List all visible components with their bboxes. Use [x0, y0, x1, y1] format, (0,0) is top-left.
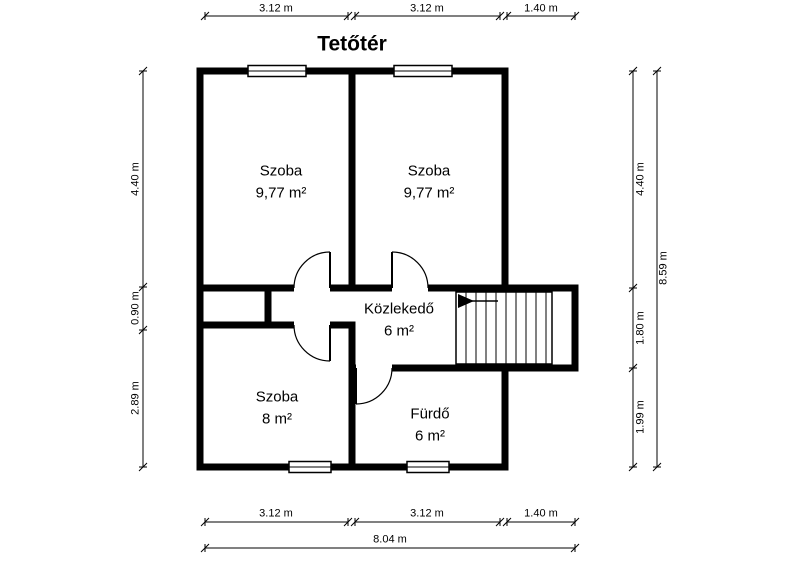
doors — [293, 251, 429, 405]
room-area-kozlekedo: 6 m² — [384, 322, 414, 340]
dimension-lines — [138, 11, 662, 553]
room-area-szoba-top-right: 9,77 m² — [403, 184, 455, 202]
dim-bottom — [200, 517, 580, 527]
room-name-szoba-top-right: Szoba — [407, 162, 451, 180]
door-szoba-top-right — [391, 251, 429, 289]
dim-label-bottom-total: 8.04 m — [373, 533, 407, 546]
room-name-szoba-bottom: Szoba — [255, 388, 299, 406]
dim-label-right-middle: 1.80 m — [634, 311, 647, 345]
dim-label-left-bottom: 2.89 m — [129, 381, 142, 415]
room-area-szoba-bottom: 8 m² — [262, 410, 292, 428]
windows — [247, 64, 453, 474]
dim-left — [138, 66, 148, 472]
room-name-kozlekedo: Közlekedő — [363, 300, 435, 318]
dim-right-inner — [628, 66, 638, 472]
dim-label-left-middle: 0.90 m — [129, 291, 142, 325]
outer-wall-path — [196, 67, 579, 471]
room-name-szoba-top-left: Szoba — [259, 162, 303, 180]
dim-bottom-total — [200, 543, 580, 553]
dim-label-top-left: 3.12 m — [259, 2, 293, 15]
page-title: Tetőtér — [317, 32, 387, 56]
dim-label-right-total: 8.59 m — [657, 251, 670, 285]
dim-label-bottom-left: 3.12 m — [259, 507, 293, 520]
door-furdo — [355, 367, 393, 405]
door-szoba-bottom — [293, 324, 331, 362]
window-top-right — [393, 64, 453, 78]
dim-label-top-right: 1.40 m — [524, 2, 558, 15]
interior-walls — [196, 67, 579, 471]
outer-walls — [196, 67, 579, 471]
dim-label-right-top: 4.40 m — [634, 162, 647, 196]
dim-label-bottom-right: 1.40 m — [524, 507, 558, 520]
window-top-left — [247, 64, 307, 78]
staircase — [455, 291, 553, 365]
dim-label-right-bottom: 1.99 m — [634, 400, 647, 434]
room-area-szoba-top-left: 9,77 m² — [255, 184, 307, 202]
room-name-furdo: Fürdő — [410, 405, 450, 423]
room-area-furdo: 6 m² — [415, 427, 445, 445]
dim-label-bottom-middle: 3.12 m — [410, 507, 444, 520]
dim-right-total — [652, 66, 662, 472]
door-szoba-top-left — [293, 251, 331, 289]
stair-direction-arrow-icon — [458, 294, 474, 308]
dim-top — [200, 11, 580, 21]
dim-label-top-middle: 3.12 m — [410, 2, 444, 15]
window-bottom-left — [288, 460, 332, 474]
dim-label-left-top: 4.40 m — [129, 162, 142, 196]
window-bottom-right — [406, 460, 450, 474]
